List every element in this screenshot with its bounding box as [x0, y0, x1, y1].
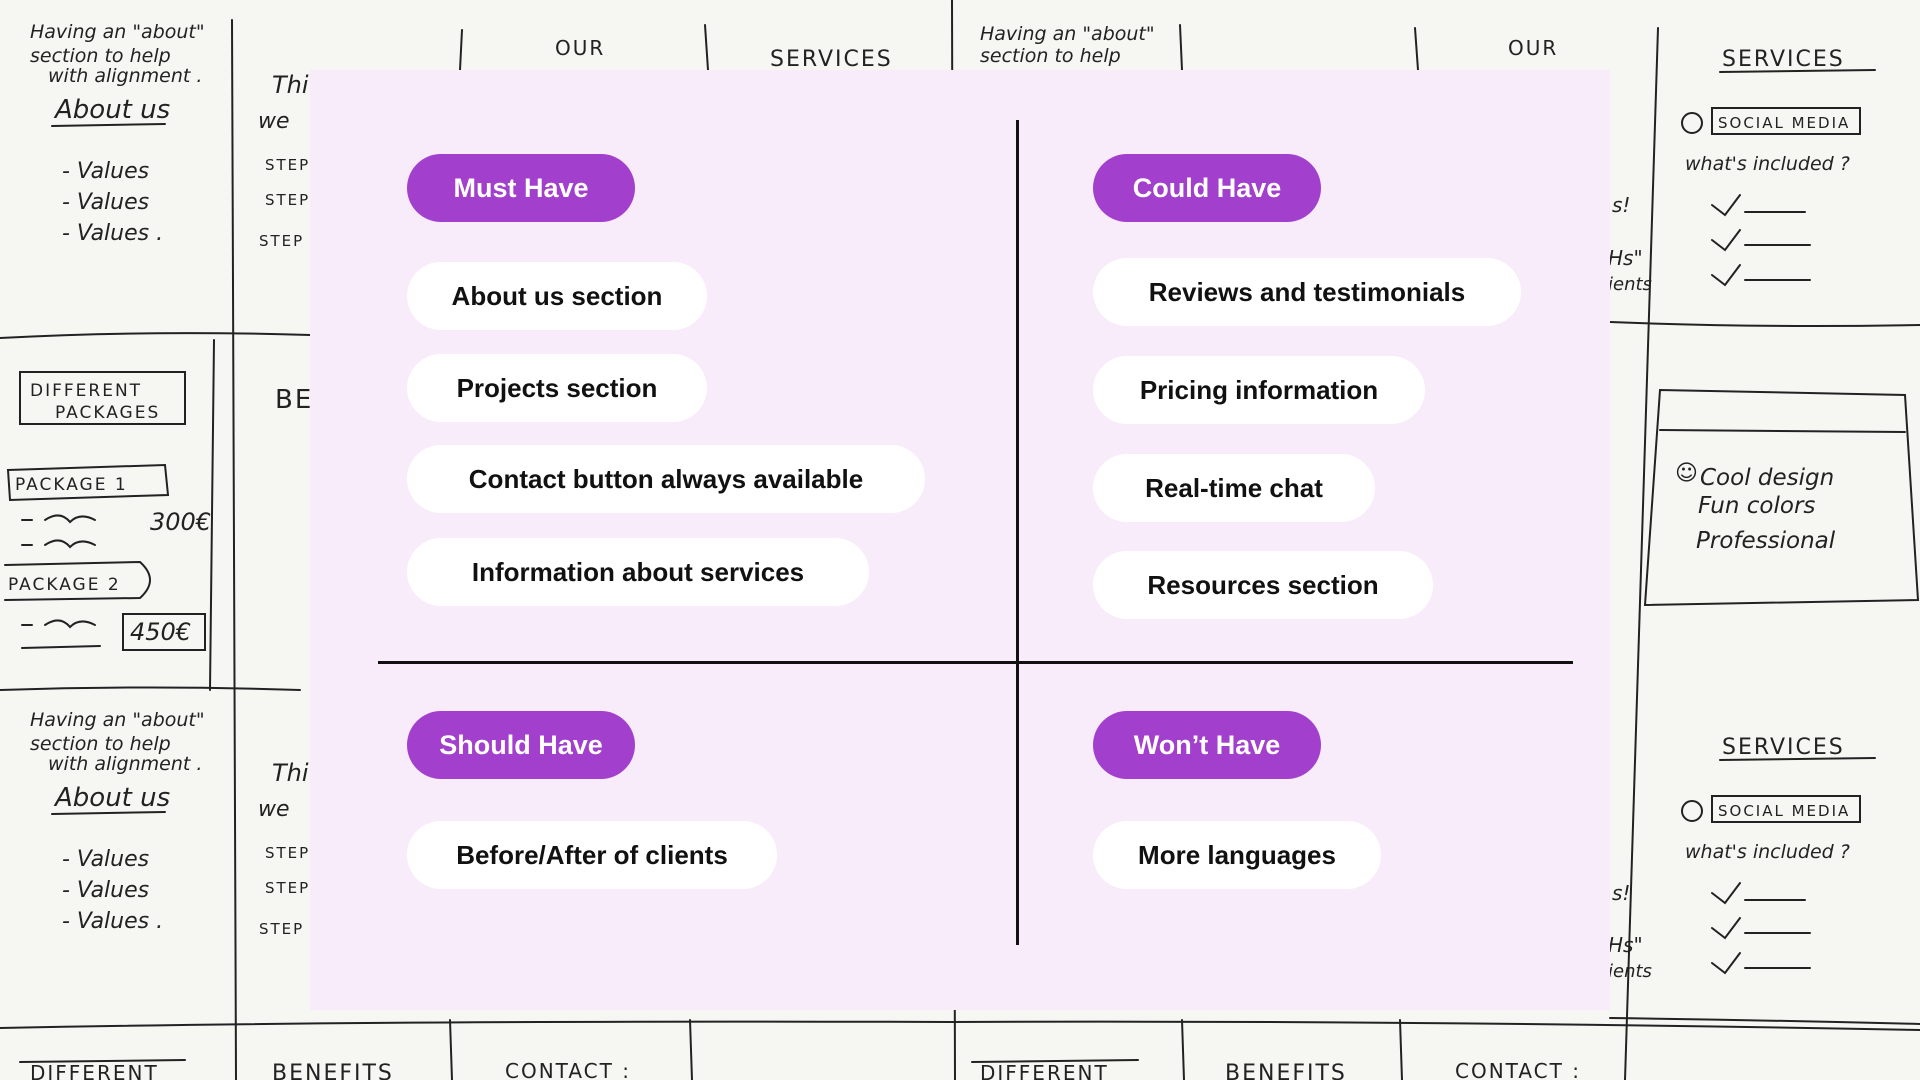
sketch-social-media: SOCIAL MEDIA what's included ? SOCIAL ME…	[1681, 107, 1861, 975]
could-item-pricing: Pricing information	[1093, 356, 1425, 424]
svg-text:STEP: STEP	[259, 232, 304, 250]
sketch-services-headings: OUR SERVICES OUR SERVICES SERVICES	[555, 36, 1876, 761]
svg-text:Having an "about": Having an "about"	[30, 21, 205, 43]
svg-text:STEP: STEP	[265, 879, 310, 897]
svg-text:- Values .: - Values .	[62, 909, 163, 934]
sketch-bottom-row: DIFFERENT BENEFITS CONTACT : DIFFERENT B…	[19, 1059, 1581, 1080]
must-item-services: Information about services	[407, 538, 869, 606]
svg-text:BENEFITS: BENEFITS	[272, 1061, 394, 1080]
svg-text:- Values: - Values	[62, 847, 149, 872]
svg-text:SOCIAL MEDIA: SOCIAL MEDIA	[1718, 802, 1850, 820]
vertical-axis	[1016, 120, 1019, 945]
svg-text:Hs": Hs"	[1608, 933, 1643, 957]
moscow-panel: Must Have About us section Projects sect…	[310, 70, 1610, 1010]
svg-text:we: we	[258, 797, 290, 822]
sketch-about-block: Having an "about" section to help with a…	[30, 21, 1155, 934]
svg-text:with alignment .: with alignment .	[48, 753, 202, 775]
could-item-chat: Real-time chat	[1093, 454, 1375, 522]
sketch-packages: DIFFERENT PACKAGES PACKAGE 1 300€ PACKAG…	[4, 371, 211, 651]
svg-text:ients: ients	[1608, 274, 1652, 295]
svg-text:STEP: STEP	[265, 844, 310, 862]
svg-text:☺: ☺	[1675, 461, 1698, 486]
svg-text:Thi: Thi	[272, 71, 309, 99]
svg-text:Professional: Professional	[1696, 528, 1836, 554]
svg-text:Having an "about": Having an "about"	[30, 709, 205, 731]
svg-text:DIFFERENT: DIFFERENT	[30, 381, 142, 401]
svg-text:PACKAGE 2: PACKAGE 2	[8, 575, 121, 595]
svg-text:s!: s!	[1612, 881, 1630, 905]
svg-text:DIFFERENT: DIFFERENT	[30, 1061, 159, 1080]
svg-text:SERVICES: SERVICES	[770, 47, 893, 72]
svg-text:SERVICES: SERVICES	[1722, 735, 1845, 760]
svg-text:section to help: section to help	[30, 45, 171, 67]
could-have-heading: Could Have	[1093, 154, 1321, 222]
svg-text:Having an "about": Having an "about"	[980, 23, 1155, 45]
svg-text:Thi: Thi	[272, 759, 309, 787]
svg-text:OUR: OUR	[1508, 36, 1558, 60]
svg-text:we: we	[258, 109, 290, 134]
svg-text:- Values .: - Values .	[62, 221, 163, 246]
svg-text:- Values: - Values	[62, 159, 149, 184]
svg-text:what's included ?: what's included ?	[1685, 841, 1850, 863]
svg-text:BE: BE	[275, 385, 313, 415]
svg-text:STEP: STEP	[265, 156, 310, 174]
must-item-contact: Contact button always available	[407, 445, 925, 513]
svg-text:CONTACT :: CONTACT :	[505, 1059, 631, 1080]
svg-text:OUR: OUR	[555, 36, 605, 60]
should-item-before-after: Before/After of clients	[407, 821, 777, 889]
svg-text:PACKAGES: PACKAGES	[55, 403, 160, 423]
must-item-projects: Projects section	[407, 354, 707, 422]
svg-text:BENEFITS: BENEFITS	[1225, 1061, 1347, 1080]
svg-text:- Values: - Values	[62, 878, 149, 903]
svg-text:s!: s!	[1612, 193, 1630, 217]
should-have-heading: Should Have	[407, 711, 635, 779]
wont-item-languages: More languages	[1093, 821, 1381, 889]
svg-text:450€: 450€	[130, 618, 191, 646]
svg-text:section to help: section to help	[30, 733, 171, 755]
svg-text:- Values: - Values	[62, 190, 149, 215]
must-item-about: About us section	[407, 262, 707, 330]
sketch-steps: Thi we STEP STEP STEP Thi we STEP STEP S…	[258, 71, 313, 938]
horizontal-axis	[378, 661, 1573, 664]
svg-text:SERVICES: SERVICES	[1722, 47, 1845, 72]
could-item-reviews: Reviews and testimonials	[1093, 258, 1521, 326]
svg-text:About us: About us	[53, 783, 170, 813]
svg-text:PACKAGE 1: PACKAGE 1	[15, 475, 128, 495]
svg-text:About us: About us	[53, 95, 170, 125]
svg-text:ients: ients	[1608, 961, 1652, 982]
svg-text:STEP: STEP	[265, 191, 310, 209]
svg-text:Cool design: Cool design	[1700, 465, 1834, 491]
svg-text:with alignment .: with alignment .	[48, 65, 202, 87]
svg-text:Fun colors: Fun colors	[1698, 493, 1815, 519]
svg-text:CONTACT :: CONTACT :	[1455, 1059, 1581, 1080]
could-item-resources: Resources section	[1093, 551, 1433, 619]
sketch-browser: ☺ Cool design Fun colors Professional s!…	[1608, 193, 1920, 982]
svg-text:what's included ?: what's included ?	[1685, 153, 1850, 175]
svg-text:section to help: section to help	[980, 45, 1121, 67]
wont-have-heading: Won’t Have	[1093, 711, 1321, 779]
svg-text:Hs": Hs"	[1608, 246, 1643, 270]
svg-text:DIFFERENT: DIFFERENT	[980, 1061, 1109, 1080]
svg-text:SOCIAL MEDIA: SOCIAL MEDIA	[1718, 114, 1850, 132]
must-have-heading: Must Have	[407, 154, 635, 222]
svg-text:300€: 300€	[150, 508, 211, 536]
svg-text:STEP: STEP	[259, 920, 304, 938]
